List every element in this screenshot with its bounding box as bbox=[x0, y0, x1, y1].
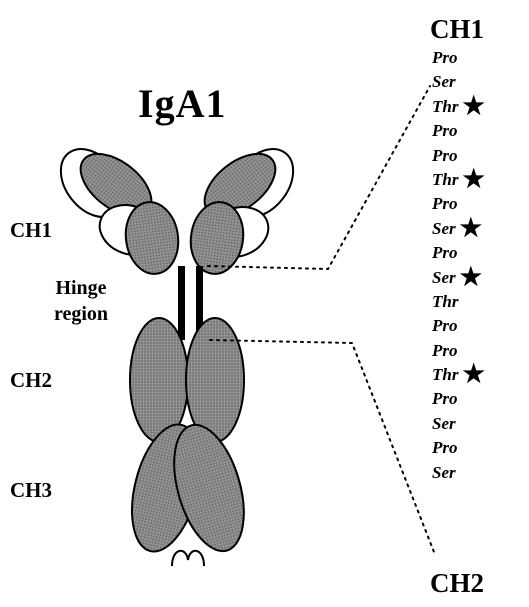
residue-name: Thr bbox=[432, 292, 458, 311]
sequence-residue: Thr bbox=[432, 290, 485, 314]
sequence-residue: Pro bbox=[432, 339, 485, 363]
residue-name: Pro bbox=[432, 243, 458, 262]
left-hinge-bar bbox=[178, 266, 185, 340]
sequence-residue: Pro bbox=[432, 144, 485, 168]
residue-name: Thr bbox=[432, 170, 458, 189]
sequence-residue: Ser bbox=[432, 70, 485, 94]
sequence-bottom-label: CH2 bbox=[430, 568, 484, 599]
residue-name: Pro bbox=[432, 146, 458, 165]
tail-loop bbox=[172, 551, 204, 566]
left-fab-arm bbox=[48, 137, 183, 277]
glycosylation-star-icon: ★ bbox=[462, 166, 484, 193]
right-fab-arm bbox=[186, 137, 306, 277]
sequence-residue: Ser★ bbox=[432, 217, 485, 241]
sequence-residue: Pro bbox=[432, 46, 485, 70]
residue-name: Pro bbox=[432, 121, 458, 140]
residue-name: Pro bbox=[432, 316, 458, 335]
label-ch1: CH1 bbox=[10, 218, 52, 243]
sequence-top-label: CH1 bbox=[430, 14, 484, 45]
sequence-residue: Ser bbox=[432, 461, 485, 485]
residue-name: Thr bbox=[432, 97, 458, 116]
sequence-residue: Thr★ bbox=[432, 95, 485, 119]
sequence-residue: Thr★ bbox=[432, 363, 485, 387]
sequence-residue: Thr★ bbox=[432, 168, 485, 192]
sequence-residue: Pro bbox=[432, 192, 485, 216]
residue-name: Ser bbox=[432, 72, 456, 91]
residue-name: Ser bbox=[432, 463, 456, 482]
label-ch3: CH3 bbox=[10, 478, 52, 503]
glycosylation-star-icon: ★ bbox=[462, 93, 484, 120]
label-ch2: CH2 bbox=[10, 368, 52, 393]
label-hinge-line1: Hinge bbox=[36, 275, 126, 301]
sequence-residue: Pro bbox=[432, 387, 485, 411]
glycosylation-star-icon: ★ bbox=[462, 361, 484, 388]
glycosylation-star-icon: ★ bbox=[460, 264, 482, 291]
residue-name: Pro bbox=[432, 389, 458, 408]
residue-name: Pro bbox=[432, 48, 458, 67]
sequence-residue: Pro bbox=[432, 314, 485, 338]
residue-name: Ser bbox=[432, 414, 456, 433]
residue-name: Pro bbox=[432, 341, 458, 360]
residue-name: Pro bbox=[432, 194, 458, 213]
sequence-residue: Pro bbox=[432, 119, 485, 143]
residue-name: Ser bbox=[432, 268, 456, 287]
diagram-title: IgA1 bbox=[138, 80, 226, 127]
residue-name: Thr bbox=[432, 365, 458, 384]
left-ch2-domain bbox=[130, 318, 188, 442]
sequence-residue: Ser★ bbox=[432, 266, 485, 290]
right-ch2-domain bbox=[186, 318, 244, 442]
residue-name: Ser bbox=[432, 219, 456, 238]
residue-name: Pro bbox=[432, 438, 458, 457]
sequence-residue: Pro bbox=[432, 241, 485, 265]
glycosylation-star-icon: ★ bbox=[460, 215, 482, 242]
label-hinge-line2: region bbox=[36, 301, 126, 327]
sequence-residue: Pro bbox=[432, 436, 485, 460]
sequence-residue: Ser bbox=[432, 412, 485, 436]
label-hinge-region: Hinge region bbox=[36, 275, 126, 327]
